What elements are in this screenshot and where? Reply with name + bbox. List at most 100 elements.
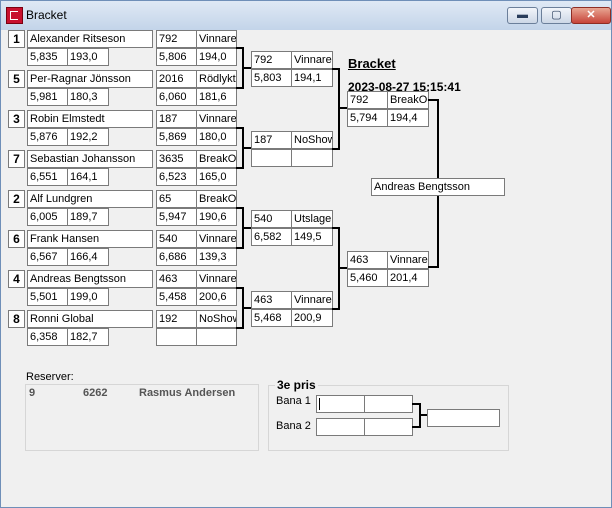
speed[interactable]: 194,0: [196, 48, 237, 66]
heat-status[interactable]: Rödlykta: [196, 70, 237, 88]
heat-status[interactable]: Vinnare: [291, 291, 333, 309]
player-name[interactable]: Ronni Global: [27, 310, 153, 328]
reaction-time[interactable]: 5,468: [251, 309, 292, 327]
close-button[interactable]: ✕: [571, 7, 611, 24]
lane-number[interactable]: 192: [156, 310, 197, 328]
player-stat-2[interactable]: 164,1: [67, 168, 109, 186]
lane-number[interactable]: 540: [251, 210, 292, 228]
reaction-time[interactable]: 5,869: [156, 128, 197, 146]
player-name[interactable]: Sebastian Johansson: [27, 150, 153, 168]
heat-status[interactable]: Vinnare: [196, 110, 237, 128]
heat-status[interactable]: Utslagen: [291, 210, 333, 228]
winner-name[interactable]: Andreas Bengtsson: [371, 178, 505, 196]
lane-number[interactable]: 2016: [156, 70, 197, 88]
reaction-time[interactable]: 6,060: [156, 88, 197, 106]
heat-status[interactable]: BreakOut: [387, 91, 429, 109]
player-stat-2[interactable]: 192,2: [67, 128, 109, 146]
speed[interactable]: 200,9: [291, 309, 333, 327]
reaction-time[interactable]: 6,523: [156, 168, 197, 186]
player-stat-1[interactable]: 5,981: [27, 88, 68, 106]
reaction-time[interactable]: [156, 328, 197, 346]
seed-number: 4: [8, 270, 25, 288]
heat-status[interactable]: Vinnare: [196, 30, 237, 48]
player-name[interactable]: Per-Ragnar Jönsson: [27, 70, 153, 88]
reaction-time[interactable]: [251, 149, 292, 167]
heat-status[interactable]: BreakOut: [196, 190, 237, 208]
speed[interactable]: 201,4: [387, 269, 429, 287]
speed[interactable]: 165,0: [196, 168, 237, 186]
reaction-time[interactable]: 5,458: [156, 288, 197, 306]
lane2-input-a[interactable]: [316, 418, 365, 436]
reserves-list[interactable]: 9 6262 Rasmus Andersen: [25, 384, 259, 451]
lane1-input-b[interactable]: [364, 395, 413, 413]
reaction-time[interactable]: 5,806: [156, 48, 197, 66]
connector: [420, 414, 428, 416]
speed[interactable]: 190,6: [196, 208, 237, 226]
heat-status[interactable]: Vinnare: [196, 270, 237, 288]
player-name[interactable]: Frank Hansen: [27, 230, 153, 248]
lane-number[interactable]: 463: [347, 251, 388, 269]
speed[interactable]: 139,3: [196, 248, 237, 266]
lane1-input-a[interactable]: [316, 395, 365, 413]
player-stat-2[interactable]: 189,7: [67, 208, 109, 226]
speed[interactable]: 180,0: [196, 128, 237, 146]
reaction-time[interactable]: 5,947: [156, 208, 197, 226]
lane-number[interactable]: 65: [156, 190, 197, 208]
app-icon: [6, 7, 23, 24]
player-stat-2[interactable]: 199,0: [67, 288, 109, 306]
player-name[interactable]: Andreas Bengtsson: [27, 270, 153, 288]
lane-number[interactable]: 3635: [156, 150, 197, 168]
player-stat-1[interactable]: 6,005: [27, 208, 68, 226]
reserve-name: Rasmus Andersen: [139, 387, 236, 399]
lane-number[interactable]: 792: [156, 30, 197, 48]
player-stat-1[interactable]: 6,551: [27, 168, 68, 186]
third-place-result[interactable]: [427, 409, 500, 427]
bracket-connector: [242, 207, 244, 249]
player-stat-2[interactable]: 182,7: [67, 328, 109, 346]
heat-status[interactable]: Vinnare: [196, 230, 237, 248]
reaction-time[interactable]: 5,803: [251, 69, 292, 87]
heat-status[interactable]: NoShow: [196, 310, 237, 328]
heat-status[interactable]: BreakOut: [196, 150, 237, 168]
lane-number[interactable]: 463: [156, 270, 197, 288]
window-title: Bracket: [26, 8, 67, 22]
reaction-time[interactable]: 6,686: [156, 248, 197, 266]
speed[interactable]: 149,5: [291, 228, 333, 246]
player-stat-2[interactable]: 166,4: [67, 248, 109, 266]
player-name[interactable]: Robin Elmstedt: [27, 110, 153, 128]
bracket-connector: [236, 207, 244, 209]
lane-number[interactable]: 792: [347, 91, 388, 109]
player-stat-2[interactable]: 180,3: [67, 88, 109, 106]
player-stat-1[interactable]: 5,876: [27, 128, 68, 146]
lane2-input-b[interactable]: [364, 418, 413, 436]
player-stat-2[interactable]: 193,0: [67, 48, 109, 66]
bracket-connector: [332, 148, 340, 150]
maximize-button[interactable]: ▢: [541, 7, 572, 24]
lane-number[interactable]: 540: [156, 230, 197, 248]
player-name[interactable]: Alf Lundgren: [27, 190, 153, 208]
player-stat-1[interactable]: 5,835: [27, 48, 68, 66]
player-stat-1[interactable]: 5,501: [27, 288, 68, 306]
heat-status[interactable]: Vinnare: [291, 51, 333, 69]
speed[interactable]: 181,6: [196, 88, 237, 106]
lane-number[interactable]: 187: [251, 131, 292, 149]
title-bar[interactable]: Bracket ▬ ▢ ✕: [1, 1, 611, 30]
bracket-connector: [340, 107, 347, 109]
heat-status[interactable]: NoShow: [291, 131, 333, 149]
heat-status[interactable]: Vinnare: [387, 251, 429, 269]
reaction-time[interactable]: 6,582: [251, 228, 292, 246]
lane-number[interactable]: 792: [251, 51, 292, 69]
speed[interactable]: 194,1: [291, 69, 333, 87]
reaction-time[interactable]: 5,794: [347, 109, 388, 127]
lane-number[interactable]: 187: [156, 110, 197, 128]
reaction-time[interactable]: 5,460: [347, 269, 388, 287]
player-name[interactable]: Alexander Ritseson: [27, 30, 153, 48]
player-stat-1[interactable]: 6,358: [27, 328, 68, 346]
lane-number[interactable]: 463: [251, 291, 292, 309]
speed[interactable]: [196, 328, 237, 346]
speed[interactable]: 200,6: [196, 288, 237, 306]
player-stat-1[interactable]: 6,567: [27, 248, 68, 266]
speed[interactable]: [291, 149, 333, 167]
minimize-button[interactable]: ▬: [507, 7, 538, 24]
speed[interactable]: 194,4: [387, 109, 429, 127]
